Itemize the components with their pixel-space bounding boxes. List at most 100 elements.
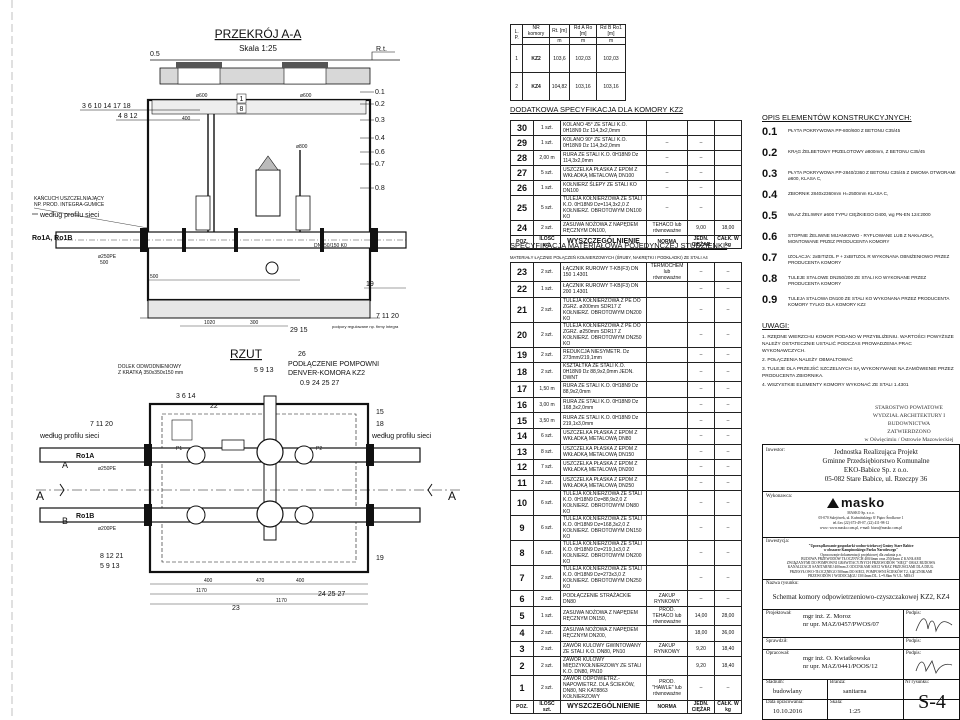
spec-cell: 15 (510, 412, 534, 429)
plan-dim-1170a: 1170 (196, 588, 207, 594)
spec-cell: 2 szt. (533, 624, 561, 642)
mark-0-5: 0.5 (150, 51, 160, 58)
tb-investment: Inwestycja: "Uporządkowanie gospodarki w… (763, 537, 959, 580)
note-pump-1: PODŁĄCZENIE POMPOWNI (288, 361, 379, 368)
spec-cell: 2 szt. (533, 474, 561, 492)
tb-design-label: Projektował: (766, 611, 792, 616)
spec-cell: 6 szt. (533, 427, 561, 445)
masko-logo-icon (827, 498, 839, 508)
spec-cell (714, 150, 742, 166)
dim-500a: 500 (150, 274, 159, 280)
tb-check: mgr inż. O. Kwiatkowska (803, 655, 870, 662)
masko-logo: masko (827, 495, 885, 510)
ord-cell: 1 (509, 44, 524, 73)
callout-0-9: 0.9 (300, 380, 310, 387)
section-title: PRZEKRÓJ A-A (215, 26, 302, 41)
tb-drawno: S-4 (918, 691, 946, 713)
flange-2 (234, 228, 238, 252)
spec-cell: 5 (510, 605, 534, 626)
tb-contractor-label: Wykonawca: (766, 494, 793, 499)
spec-cell: 23 (510, 262, 534, 282)
spec-cell: – (687, 281, 715, 298)
spec-cell (646, 624, 688, 642)
plan-fitting (221, 439, 245, 451)
spec-cell (646, 412, 688, 429)
spec-cell: 1 (510, 675, 534, 702)
tb-stage-label: Stadium: (766, 680, 785, 685)
spec-cell: – (687, 590, 715, 607)
spec-cell: – (714, 346, 742, 364)
tb-check-perm: nr upr. MAZ/0441/POOS/12 (803, 663, 878, 670)
note-pump-2: DENVER-KOMORA KZ2 (288, 370, 365, 377)
pipe-b-label: Ro1B (76, 513, 94, 520)
big-a-right: A (448, 489, 456, 503)
ord-cell: 103,6 (548, 44, 571, 73)
element-number: 0.4 (762, 189, 778, 201)
ordinates-units-row: m m m (511, 37, 626, 45)
spec-cell: 3,50 m (533, 412, 561, 429)
callout-5-9-13b: 5 9 13 (100, 563, 120, 570)
notes-list: 1. RZĘDNE WIERZCHU KOMOR PODANO W PRZYBL… (762, 334, 956, 391)
spec-cell: 9,20 (687, 640, 715, 658)
spec-cell: 18,00 (714, 220, 742, 236)
spec-cell: 1 szt. (533, 180, 561, 196)
spec-cell: TULEJA KOŁNIERZOWA ZE STALI K.O. 0H18N9 … (560, 195, 647, 221)
spec-cell: TULEJA KOŁNIERZOWA ZE STALI K.O. 0H18N9 … (560, 540, 647, 567)
tb-sign-label-1: Podpis: (906, 611, 922, 616)
tb-design-perm: nr upr. MAZ/0457/PWOS/07 (803, 621, 880, 628)
spec-cell (646, 443, 688, 461)
big-a-left: A (36, 489, 44, 503)
ord-u4: m (596, 37, 626, 45)
spec-cell: – (714, 490, 742, 517)
plan-sleeve-a-right (366, 444, 374, 466)
spec-cell: 2 szt. (533, 362, 561, 383)
dn-150: DN150/150 K0 (314, 243, 347, 249)
spec-cell: – (687, 565, 715, 592)
plan-p2: P2 (316, 446, 322, 452)
element-number: 0.8 (762, 273, 778, 285)
note-drain-1: DOLEK ODWODNIENIOWY (118, 364, 182, 370)
callout-24-25-27b: 24 25 27 (318, 591, 345, 598)
spec-cell: 36,00 (714, 624, 742, 642)
callout-left-b: 4 8 12 (118, 113, 138, 120)
spec-cell: – (714, 321, 742, 348)
spec-cell: RURA ZE STALI K.O. 0H18N9 Dz 219,1x3,0mm (560, 412, 647, 429)
spec-cell: 2 szt. (533, 262, 561, 282)
spec-cell: 1,50 m (533, 381, 561, 398)
spec-cell: – (646, 150, 688, 166)
plan-dim-470: 470 (256, 578, 265, 584)
spec-cell: 1 szt. (533, 135, 561, 151)
spec-cell: KOLANO 45° ZE STALI K.O. 0H18N9 Dz 114,3… (560, 120, 647, 136)
tb-invest-8: PRZEWODÓW I WODOCIĄGU 150/4mm DL. L=9.8k… (807, 574, 915, 579)
element-number: 0.2 (762, 147, 778, 159)
spec-cell: 28,00 (714, 605, 742, 626)
spec-cell (646, 396, 688, 414)
spec-cell: 1 szt. (533, 120, 561, 136)
note-support: podpory regulowane np. firmy Integra (332, 324, 399, 329)
plan-pipe-b (39, 507, 421, 523)
pipe-label: Ro1A, Ro1B (32, 235, 72, 242)
ord-cell: 103,16 (596, 72, 626, 101)
tb-stage-row: Stadium: budowlany Branża: sanitarna Nr … (763, 679, 959, 700)
spec-cell (646, 656, 688, 677)
spec-cell (714, 135, 742, 151)
tb-invest-text: "Uporządkowanie gospodarki wodno-ściekow… (763, 544, 959, 578)
callout-3-6-14: 3 6 14 (176, 393, 196, 400)
tb-scale-label: Skala: (830, 700, 843, 705)
spec-cell: – (714, 540, 742, 567)
dim-500b: 500 (100, 260, 109, 266)
ordinates-header-row: L. P. NR komory Rt. [m] Rd A Ro [m] Rd B… (509, 24, 626, 45)
